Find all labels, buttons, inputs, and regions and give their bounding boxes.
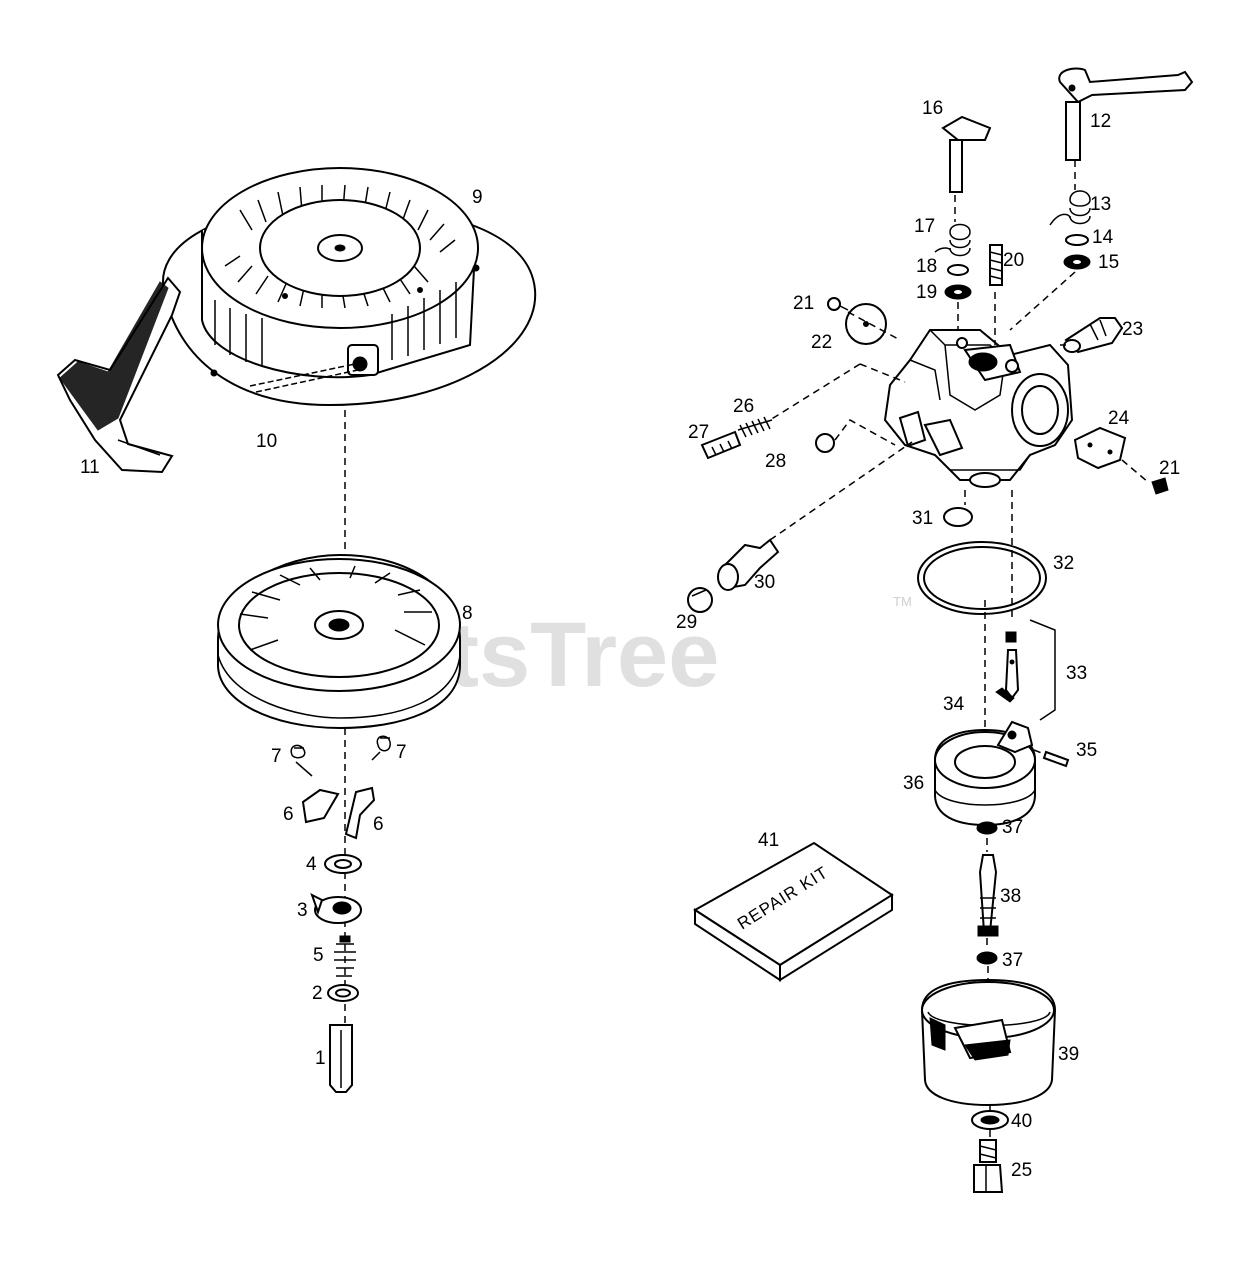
retainer-3[interactable]	[310, 892, 362, 924]
washer-40[interactable]	[971, 1110, 1009, 1130]
pawl-spring-left[interactable]	[290, 744, 313, 777]
choke-lever-16[interactable]	[941, 115, 992, 193]
watermark-trademark: TM	[893, 594, 912, 609]
callout-31: 31	[912, 508, 933, 529]
spring-17[interactable]	[934, 223, 971, 257]
pawl-left[interactable]	[301, 788, 340, 824]
starter-pulley[interactable]	[217, 553, 461, 730]
main-jet-38[interactable]	[977, 854, 999, 937]
bowl-nut-25[interactable]	[973, 1139, 1004, 1193]
callout-12: 12	[1090, 111, 1111, 132]
carburetor-body[interactable]	[883, 329, 1074, 488]
callout-30: 30	[754, 572, 775, 593]
callout-26: 26	[733, 396, 754, 417]
screw-21-right[interactable]	[1151, 477, 1169, 495]
callout-35: 35	[1076, 740, 1097, 761]
float-bowl-39[interactable]	[920, 978, 1057, 1107]
plug-29[interactable]	[687, 587, 713, 613]
float-36[interactable]	[934, 720, 1036, 827]
callout-16: 16	[922, 98, 943, 119]
callout-29: 29	[676, 612, 697, 633]
callout-21-right: 21	[1159, 458, 1180, 479]
spring-13[interactable]	[1049, 190, 1091, 226]
throttle-lever-12[interactable]	[1058, 67, 1194, 161]
callout-13: 13	[1090, 194, 1111, 215]
callout-23: 23	[1122, 319, 1143, 340]
callout-11: 11	[80, 457, 100, 478]
callout-41: 41	[758, 830, 779, 851]
starter-rope[interactable]	[249, 344, 379, 393]
callout-34: 34	[943, 694, 965, 715]
seal-28[interactable]	[815, 433, 835, 453]
callout-6-right: 6	[373, 814, 384, 835]
washer-14[interactable]	[1065, 234, 1089, 246]
callouts: 9 10 11 8 7 7 6 6 4 3 5 2 1 16 12 13 17 …	[80, 98, 1180, 1181]
washer-37-top[interactable]	[976, 821, 998, 835]
callout-9: 9	[472, 187, 483, 208]
callout-4: 4	[306, 854, 317, 875]
idle-screw-20[interactable]	[989, 244, 1003, 286]
callout-37-bottom: 37	[1002, 950, 1023, 971]
callout-38: 38	[1000, 886, 1021, 907]
screw-27[interactable]	[700, 430, 742, 460]
callout-3: 3	[297, 900, 308, 921]
starter-handle[interactable]	[56, 276, 182, 474]
callout-40: 40	[1011, 1111, 1032, 1132]
gasket-32[interactable]	[917, 541, 1047, 615]
starter-housing[interactable]	[162, 167, 537, 407]
callout-39: 39	[1058, 1044, 1079, 1065]
pin-35[interactable]	[1042, 750, 1070, 768]
callout-7-left: 7	[271, 746, 282, 767]
seal-31[interactable]	[943, 507, 973, 527]
callout-25: 25	[1011, 1160, 1032, 1181]
fuel-fitting-23[interactable]	[1063, 317, 1124, 354]
bracket-33[interactable]	[1029, 619, 1056, 721]
repair-kit-41[interactable]: REPAIR KIT	[693, 841, 894, 982]
callout-5: 5	[313, 945, 324, 966]
clip-34[interactable]	[995, 687, 1015, 703]
shaft-30[interactable]	[717, 538, 780, 591]
spring-26[interactable]	[737, 416, 773, 438]
callout-1: 1	[315, 1048, 326, 1069]
callout-6-left: 6	[283, 804, 294, 825]
callout-18: 18	[916, 256, 937, 277]
needle-33[interactable]	[1004, 631, 1020, 700]
callout-22: 22	[811, 332, 832, 353]
callout-2: 2	[312, 983, 323, 1004]
plate-24[interactable]	[1073, 426, 1127, 470]
pawl-spring-right[interactable]	[371, 735, 391, 761]
callout-32: 32	[1053, 553, 1074, 574]
callout-8: 8	[462, 603, 473, 624]
leader-lines-right	[769, 160, 1149, 1140]
callout-17: 17	[914, 216, 935, 237]
callout-19: 19	[916, 282, 937, 303]
callout-27: 27	[688, 422, 709, 443]
callout-21-top: 21	[793, 293, 814, 314]
callout-36: 36	[903, 773, 924, 794]
washer-37-bottom[interactable]	[976, 951, 998, 965]
screw-21-top[interactable]	[827, 297, 849, 311]
callout-15: 15	[1098, 252, 1119, 273]
pawl-right[interactable]	[344, 786, 376, 840]
washer-18[interactable]	[947, 264, 969, 276]
seal-15[interactable]	[1063, 254, 1091, 270]
callout-28: 28	[765, 451, 786, 472]
callout-33: 33	[1066, 663, 1087, 684]
pin-1[interactable]	[329, 1024, 353, 1093]
plate-22[interactable]	[845, 303, 887, 345]
seal-19[interactable]	[944, 284, 972, 300]
callout-7-right: 7	[396, 742, 407, 763]
washer-2[interactable]	[327, 984, 359, 1002]
brake-spring-5[interactable]	[334, 935, 356, 977]
callout-10: 10	[256, 431, 277, 452]
washer-4[interactable]	[324, 854, 362, 874]
callout-14: 14	[1092, 227, 1114, 248]
callout-37-top: 37	[1002, 817, 1023, 838]
callout-20: 20	[1003, 250, 1024, 271]
callout-24: 24	[1108, 408, 1130, 429]
